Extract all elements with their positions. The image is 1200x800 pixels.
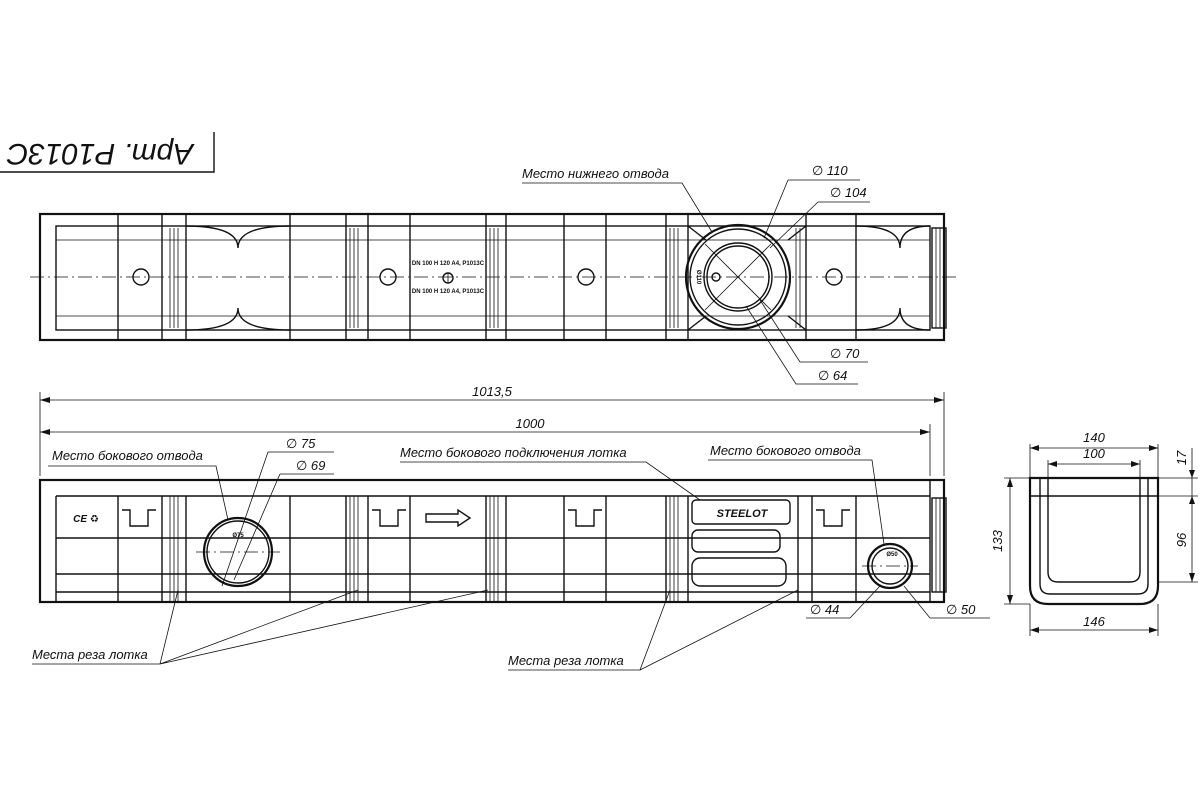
top-hole-4: [825, 268, 843, 286]
side-connection-label: Место бокового подключения лотка: [400, 445, 627, 460]
dim-50: ∅ 50: [946, 602, 976, 617]
top-hole-2: [379, 268, 397, 286]
side-view: CE ♻ Ø75 Место бокового отвода ∅ 75 ∅ 69…: [32, 436, 990, 671]
bottom-outlet-label: Место нижнего отвода: [522, 166, 669, 181]
dim-75: ∅ 75: [286, 436, 316, 451]
marking-line-2: DN 100 H 120 A4, P1013С: [412, 289, 485, 295]
dim-width-inner: 100: [1083, 446, 1105, 461]
dim-44: ∅ 44: [810, 602, 839, 617]
brand-logo: STEELOT: [717, 508, 769, 520]
top-hole-3: [577, 268, 595, 286]
marking-line-1: DN 100 H 120 A4, P1013С: [412, 261, 485, 267]
dim-110: ∅ 110: [812, 163, 848, 178]
side-outlet-right-label: Место бокового отвода: [710, 443, 861, 458]
dim-104: ∅ 104: [830, 185, 867, 200]
top-view: DN 100 H 120 A4, P1013С DN 100 H 120 A4,…: [30, 163, 960, 385]
dim-70: ∅ 70: [830, 346, 860, 361]
top-hole-1: [132, 268, 150, 286]
side-outlet-left-label: Место бокового отвода: [52, 448, 203, 463]
dim-length: 1000: [516, 416, 546, 431]
side-outlet-left: Ø75: [196, 516, 280, 588]
bottom-outlet: Ø110: [684, 223, 807, 331]
cross-section: 140 100 146 133 17 96: [990, 430, 1198, 636]
dim-total-length: 1013,5: [472, 384, 513, 399]
outlet-mark: Ø110: [695, 270, 701, 285]
dim-height: 133: [990, 529, 1005, 551]
side-view-outline: [38, 478, 946, 604]
article-label: Арт. Р1013С: [0, 132, 215, 173]
ce-mark: CE ♻: [73, 514, 99, 525]
left-hole-mark: Ø75: [232, 533, 244, 539]
cut-label-left: Места реза лотка: [32, 647, 148, 662]
article-text: Арт. Р1013С: [6, 137, 195, 170]
flow-arrow-icon: [425, 508, 472, 528]
dim-64: ∅ 64: [818, 368, 847, 383]
dim-depth: 96: [1174, 532, 1189, 547]
right-hole-mark: Ø50: [886, 552, 898, 558]
dim-width-top: 140: [1083, 430, 1105, 445]
side-outlet-right: Ø50: [862, 542, 918, 590]
cut-label-right: Места реза лотка: [508, 653, 624, 668]
side-connection: STEELOT: [691, 499, 791, 587]
dim-width-bottom: 146: [1083, 614, 1105, 629]
dim-69: ∅ 69: [296, 458, 325, 473]
length-dimensions: 1013,5 1000: [39, 384, 945, 476]
dim-rim: 17: [1174, 450, 1189, 465]
